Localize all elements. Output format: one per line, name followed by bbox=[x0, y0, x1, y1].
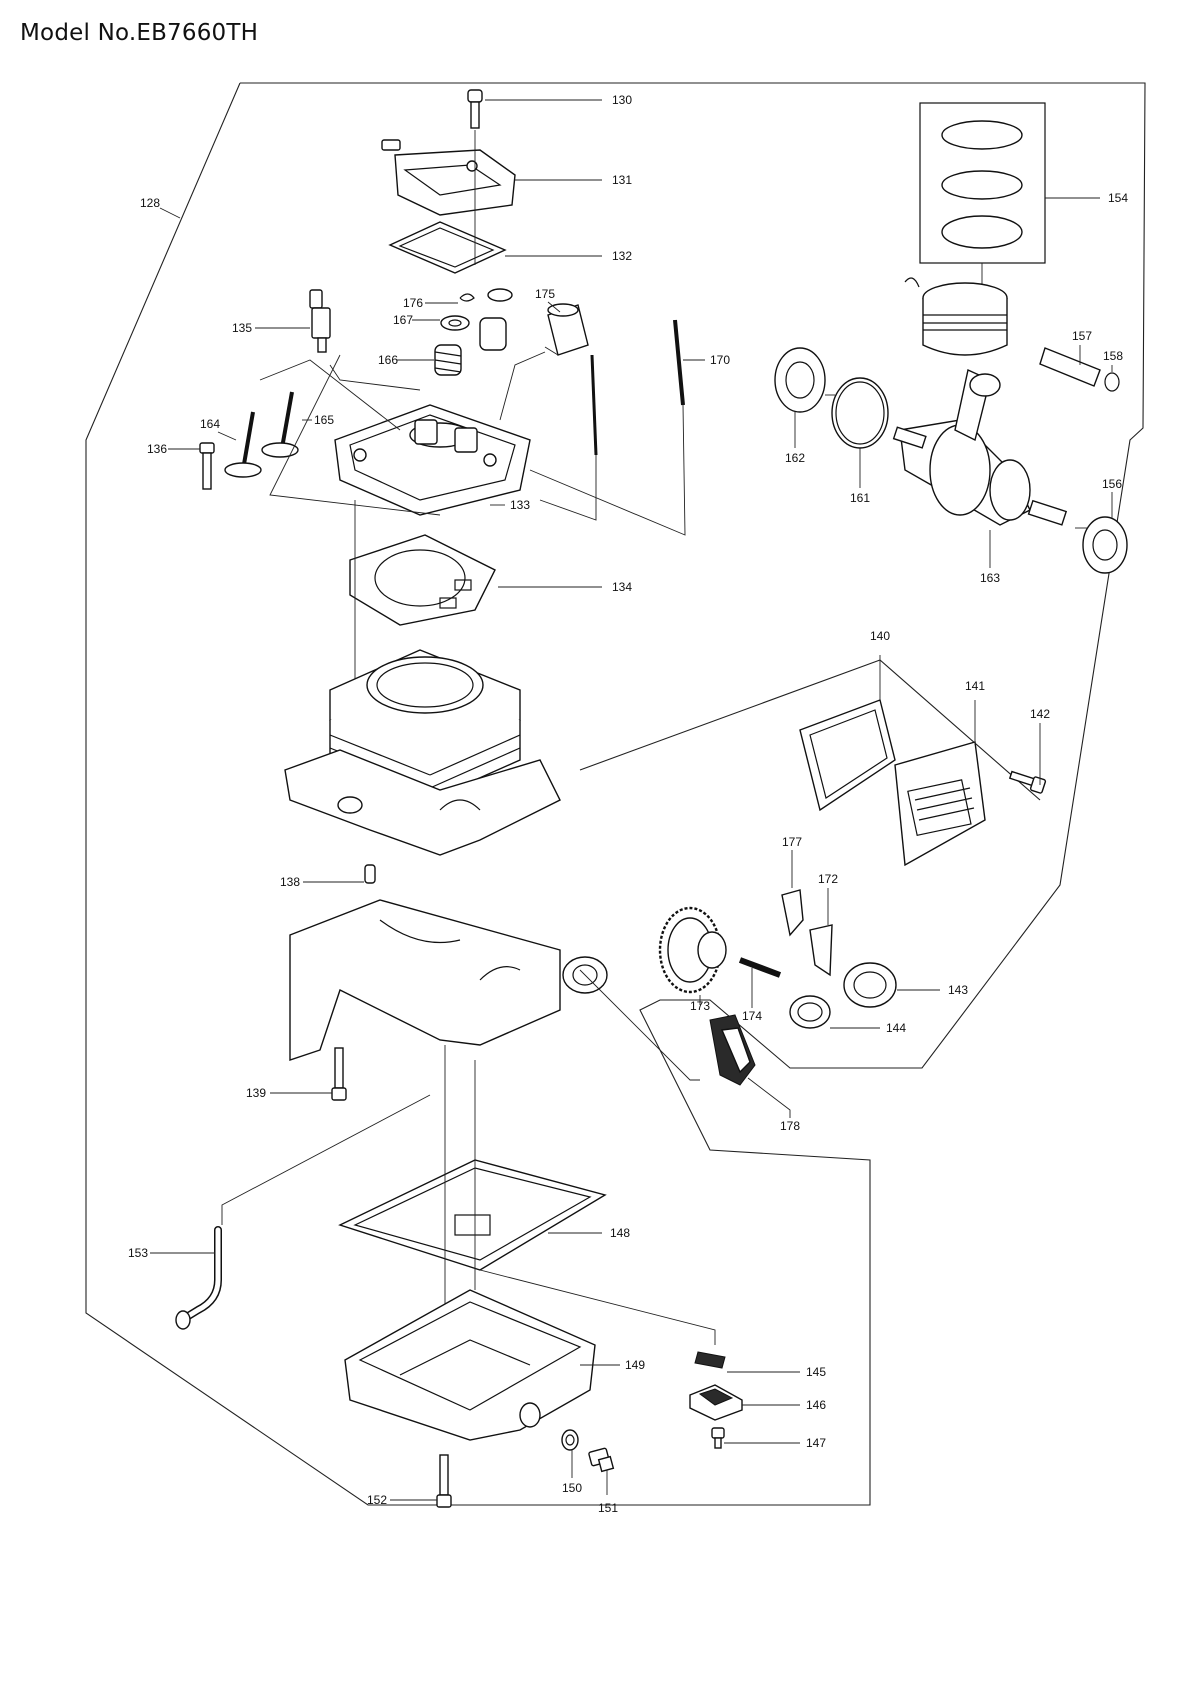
callout-163: 163 bbox=[980, 571, 1000, 585]
callout-135: 135 bbox=[232, 321, 252, 335]
callout-154: 154 bbox=[1108, 191, 1128, 205]
callout-145: 145 bbox=[806, 1365, 826, 1379]
callout-138: 138 bbox=[280, 875, 300, 889]
cover-screw-142 bbox=[1008, 770, 1047, 794]
piston-rings-154 bbox=[941, 120, 1023, 249]
callout-133: 133 bbox=[510, 498, 530, 512]
head-bolt-136 bbox=[199, 442, 215, 490]
pan-bolt-152 bbox=[436, 1454, 452, 1508]
spring-retainer-167 bbox=[440, 315, 470, 331]
model-number-title: Model No.EB7660TH bbox=[20, 20, 259, 46]
cam-gear-173 bbox=[658, 906, 727, 994]
head-gasket-134 bbox=[349, 534, 496, 626]
valve-cover-131 bbox=[381, 139, 516, 216]
valve-keeper-176 bbox=[459, 293, 475, 302]
governor-arm-172 bbox=[809, 924, 833, 977]
breather-hose-153 bbox=[175, 1226, 222, 1330]
cylinder-head-133 bbox=[334, 404, 531, 516]
callout-146: 146 bbox=[806, 1398, 826, 1412]
callout-176: 176 bbox=[403, 296, 423, 310]
spark-plug-135 bbox=[309, 289, 331, 353]
callout-157: 157 bbox=[1072, 329, 1092, 343]
callout-161: 161 bbox=[850, 491, 870, 505]
oil-level-plate-145 bbox=[694, 1351, 726, 1369]
valve-spring-2 bbox=[479, 288, 513, 351]
callout-131: 131 bbox=[612, 173, 632, 187]
side-cover-141 bbox=[894, 741, 986, 867]
callout-151: 151 bbox=[598, 1501, 618, 1515]
callout-177: 177 bbox=[782, 835, 802, 849]
oil-seal-162 bbox=[774, 347, 826, 413]
callout-172: 172 bbox=[818, 872, 838, 886]
assembly-border bbox=[85, 82, 1146, 1506]
o-ring-161 bbox=[831, 377, 889, 449]
callout-162: 162 bbox=[785, 451, 805, 465]
crankshaft-163 bbox=[892, 369, 1068, 526]
callout-128: 128 bbox=[140, 196, 160, 210]
cover-gasket-132 bbox=[388, 221, 507, 274]
dowel-pin-138 bbox=[364, 864, 376, 884]
valve-spring-166 bbox=[434, 344, 462, 376]
oil-cap-143 bbox=[843, 962, 897, 1008]
drain-washer-150 bbox=[561, 1429, 579, 1451]
callout-150: 150 bbox=[562, 1481, 582, 1495]
callout-166: 166 bbox=[378, 353, 398, 367]
cover-bolt-130 bbox=[467, 89, 483, 129]
callout-130: 130 bbox=[612, 93, 632, 107]
piston bbox=[922, 282, 1008, 356]
crankcase bbox=[289, 899, 608, 1061]
callout-178: 178 bbox=[780, 1119, 800, 1133]
callout-152: 152 bbox=[367, 1493, 387, 1507]
drain-plug-151 bbox=[588, 1447, 615, 1473]
piston-clip bbox=[904, 277, 920, 288]
callout-148: 148 bbox=[610, 1226, 630, 1240]
exhaust-valve-165 bbox=[261, 391, 299, 458]
callout-147: 147 bbox=[806, 1436, 826, 1450]
ring-set-box bbox=[919, 102, 1046, 264]
callout-164: 164 bbox=[200, 417, 220, 431]
oil-pan-gasket-148 bbox=[338, 1159, 607, 1271]
callout-175: 175 bbox=[535, 287, 555, 301]
callout-173: 173 bbox=[690, 999, 710, 1013]
callout-156: 156 bbox=[1102, 477, 1122, 491]
oil-pan-149 bbox=[344, 1289, 596, 1441]
callout-153: 153 bbox=[128, 1246, 148, 1260]
callout-149: 149 bbox=[625, 1358, 645, 1372]
crankcase-bolt-139 bbox=[331, 1047, 347, 1101]
oil-guide-178 bbox=[709, 1014, 756, 1086]
callout-144: 144 bbox=[886, 1021, 906, 1035]
callout-142: 142 bbox=[1030, 707, 1050, 721]
callout-158: 158 bbox=[1103, 349, 1123, 363]
callout-170: 170 bbox=[710, 353, 730, 367]
cover-gasket-140 bbox=[799, 699, 896, 812]
intake-valve-164 bbox=[224, 411, 262, 478]
callout-136: 136 bbox=[147, 442, 167, 456]
cylinder-block bbox=[284, 649, 561, 856]
callout-134: 134 bbox=[612, 580, 632, 594]
oil-sensor-146 bbox=[689, 1384, 743, 1421]
callout-165: 165 bbox=[314, 413, 334, 427]
callout-167: 167 bbox=[393, 313, 413, 327]
callout-143: 143 bbox=[948, 983, 968, 997]
oil-seal-144 bbox=[789, 995, 831, 1029]
callout-132: 132 bbox=[612, 249, 632, 263]
shaft-pin-174 bbox=[738, 957, 782, 978]
piston-pin-157 bbox=[1039, 347, 1101, 387]
callout-139: 139 bbox=[246, 1086, 266, 1100]
circlip-158 bbox=[1104, 372, 1120, 392]
governor-weight-177 bbox=[781, 889, 804, 937]
callout-174: 174 bbox=[742, 1009, 762, 1023]
valve-guide-175 bbox=[547, 303, 589, 356]
oil-seal-156 bbox=[1082, 516, 1128, 574]
callout-140: 140 bbox=[870, 629, 890, 643]
callout-141: 141 bbox=[965, 679, 985, 693]
sensor-screw-147 bbox=[711, 1427, 725, 1449]
push-rod-170 bbox=[673, 319, 685, 406]
